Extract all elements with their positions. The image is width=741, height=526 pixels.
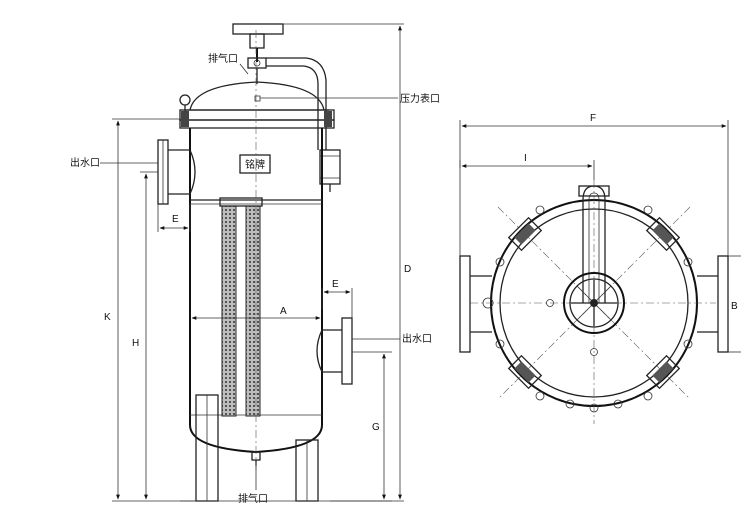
dim-i-label: I [524,153,527,164]
dimension-h: H [132,171,158,500]
dimension-e-top: E [157,204,191,232]
dimension-g: G [330,351,392,502]
gauge-pipe [266,57,341,192]
dimension-d: D [283,23,411,502]
top-view-handle [578,185,610,303]
dim-e-right-label: E [332,279,339,290]
dimension-a: A [191,306,321,320]
lid-handle [232,23,284,62]
lid-clamps [495,205,693,413]
dimension-b: B [728,255,741,353]
support-legs [180,394,330,502]
dimension-k: K [104,118,196,502]
dim-b-label: B [731,301,738,312]
dim-h-label: H [132,338,139,349]
lid [179,81,335,129]
dim-f-label: F [590,113,596,124]
right-outlet-nozzle [316,317,353,385]
right-outlet-label: 出水口 [402,332,432,345]
top-vent-valve [247,57,267,84]
dim-d-label: D [404,264,411,275]
dim-g-label: G [372,422,380,433]
nameplate: 铭牌 [239,154,271,174]
center-hub [563,272,625,334]
bottom-vent-label: 排气口 [238,492,268,505]
dimension-i: I [459,153,595,180]
top-vent-label: 排气口 [208,52,238,65]
dim-e-top-label: E [172,214,179,225]
dimension-f: F [459,113,729,256]
nameplate-label: 铭牌 [245,158,265,171]
pressure-gauge-label: 压力表口 [400,92,440,105]
dim-k-label: K [104,312,111,323]
filter-cartridges [219,197,263,417]
dim-a-label: A [280,306,287,317]
left-nozzle-top [459,255,492,353]
top-view: F I B [459,113,741,424]
dimension-e-right: E [321,279,353,318]
left-outlet-label: 出水口 [70,156,100,169]
side-view: 铭牌 [70,23,440,505]
right-nozzle-top [697,255,729,353]
